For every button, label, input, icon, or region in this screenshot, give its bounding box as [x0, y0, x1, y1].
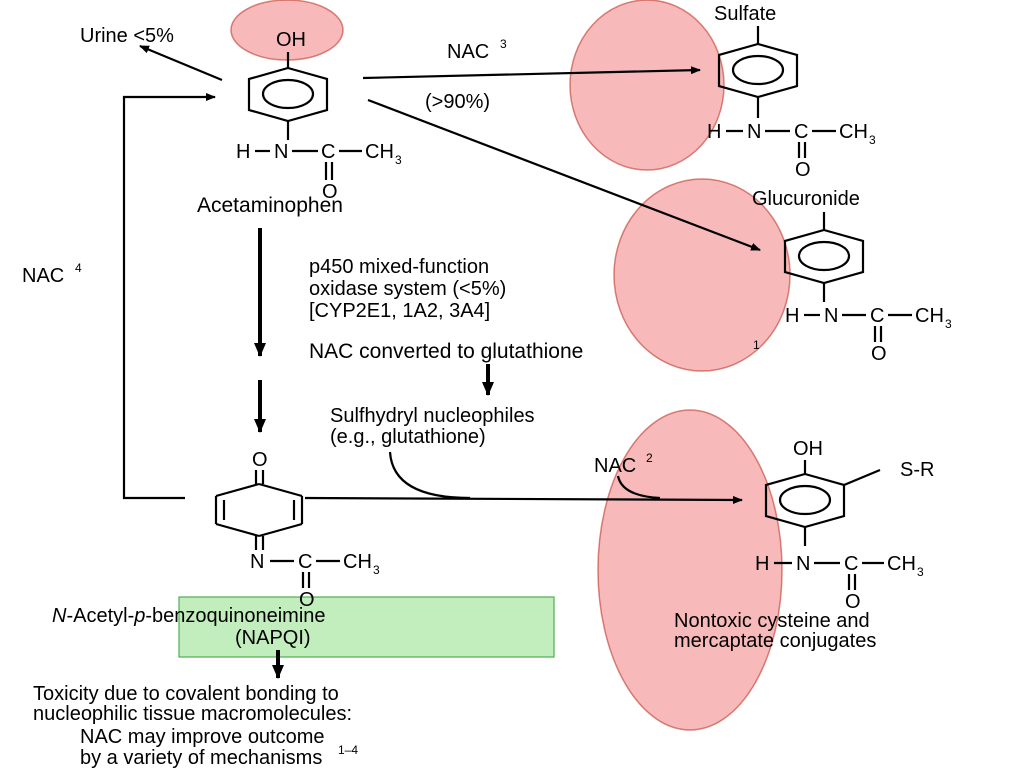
acetaminophen-n: N — [274, 141, 288, 163]
glucuronide-arrow — [367, 98, 761, 252]
highlight-napqi-box — [178, 596, 555, 658]
highlight-sulfate-circle — [569, 0, 725, 171]
napqi-top-o: O — [252, 449, 268, 471]
conjugates-line2: mercaptate conjugates — [674, 630, 876, 652]
glucuronide-o: O — [871, 343, 887, 365]
toxicity-line4: by a variety of mechanisms — [80, 747, 322, 768]
glucuronide-ring — [783, 228, 865, 285]
napqi-name-rest-2: -benzoquinoneimine — [145, 605, 325, 627]
sulfate-h: H — [707, 121, 721, 143]
napqi-name: N-Acetyl-p-benzoquinoneimine (NAPQI) — [52, 605, 326, 649]
p450-line2: oxidase system (<5%) — [309, 278, 506, 300]
conjugates-oh: OH — [793, 438, 823, 460]
toxicity-line2: nucleophilic tissue macromolecules: — [33, 703, 352, 725]
napqi-abbr: (NAPQI) — [235, 627, 311, 649]
acetaminophen-name: Acetaminophen — [197, 194, 343, 217]
urine-label: Urine <5% — [80, 25, 174, 47]
sulfate-ch: CH — [839, 121, 868, 143]
nac4-arrow — [122, 93, 216, 500]
napqi-ch: CH — [343, 551, 372, 573]
toxicity-line1: Toxicity due to covalent bonding to — [33, 683, 339, 705]
acetaminophen-oh: OH — [276, 29, 306, 51]
highlight-circles — [178, 0, 791, 731]
nac-converted-text: NAC converted to glutathione — [309, 340, 583, 363]
sulfate-structure: Sulfate H N C CH 3 O — [707, 3, 876, 181]
sulfate-ch3-sub: 3 — [869, 133, 876, 147]
napqi-name-line1: N-Acetyl-p-benzoquinoneimine — [52, 605, 326, 627]
glucuronide-h: H — [785, 305, 799, 327]
napqi-n: N — [250, 551, 264, 573]
nac2-group: NAC 2 — [304, 451, 743, 504]
conjugates-o: O — [845, 591, 861, 613]
napqi-c: C — [298, 551, 312, 573]
sulfate-ring — [717, 42, 799, 99]
napqi-name-prefix: N — [52, 605, 67, 627]
conjugates-ring — [764, 472, 846, 529]
acetaminophen-c: C — [321, 141, 335, 163]
nac-converted-group: NAC converted to glutathione 1 — [309, 338, 760, 396]
nac3-sup: 3 — [500, 37, 507, 51]
acetaminophen-ring — [247, 66, 329, 123]
sulfhydryl-line1: Sulfhydryl nucleophiles — [330, 405, 535, 427]
glucuronide-c: C — [870, 305, 884, 327]
nac2-sup: 2 — [646, 451, 653, 465]
p450-line1: p450 mixed-function — [309, 256, 489, 278]
conjugates-c: C — [844, 553, 858, 575]
napqi-name-p: p — [133, 605, 145, 627]
conjugates-line1: Nontoxic cysteine and — [674, 610, 870, 632]
sulfate-n: N — [747, 121, 761, 143]
sulfate-percent: (>90%) — [425, 91, 490, 113]
napqi-name-rest-1: -Acetyl- — [66, 605, 134, 627]
conjugation-arrow — [304, 495, 743, 504]
acetaminophen-h: H — [236, 141, 250, 163]
nac2-label: NAC — [594, 455, 636, 477]
nac4-label: NAC — [22, 265, 64, 287]
p450-line3: [CYP2E1, 1A2, 3A4] — [309, 300, 490, 322]
glucuronide-n: N — [824, 305, 838, 327]
urine-label-group: Urine <5% — [80, 25, 223, 82]
sulfhydryl-group: Sulfhydryl nucleophiles (e.g., glutathio… — [330, 405, 535, 448]
sulfhydryl-line2: (e.g., glutathione) — [330, 426, 486, 448]
sulfate-o: O — [795, 159, 811, 181]
conjugates-sr: S-R — [900, 459, 934, 481]
highlight-glucuronide-circle — [613, 178, 791, 372]
acetaminophen-ch: CH — [365, 141, 394, 163]
conjugates-label: Nontoxic cysteine and mercaptate conjuga… — [674, 610, 876, 652]
p450-text: p450 mixed-function oxidase system (<5%)… — [309, 256, 506, 322]
nac3-label: NAC — [447, 41, 489, 63]
conjugates-ch: CH — [887, 553, 916, 575]
toxicity-line4-sup: 1–4 — [338, 743, 358, 757]
nac2-curve — [616, 475, 661, 500]
glucuronide-ch3-sub: 3 — [945, 317, 952, 331]
sulfate-c: C — [794, 121, 808, 143]
acetaminophen-carbonyl-o: O — [322, 181, 338, 203]
conjugates-h: H — [755, 553, 769, 575]
conjugates-n: N — [796, 553, 810, 575]
conjugates-structure: OH S-R H N C CH 3 O — [755, 438, 934, 613]
napqi-ch3-sub: 3 — [373, 563, 380, 577]
sulfate-pathway: NAC 3 (>90%) — [362, 37, 701, 113]
glutathione-curve — [388, 451, 471, 500]
nac-converted-sup: 1 — [753, 338, 760, 352]
glucuronide-ch: CH — [915, 305, 944, 327]
sulfate-arrow — [362, 66, 701, 80]
acetaminophen-ch3-sub: 3 — [395, 153, 402, 167]
nac4-loop: NAC 4 — [22, 93, 216, 500]
toxicity-text: Toxicity due to covalent bonding to nucl… — [33, 683, 358, 768]
sulfate-label: Sulfate — [714, 3, 776, 25]
acetaminophen-structure: OH H N C CH 3 O Acetaminophen — [197, 29, 402, 217]
napqi-carbonyl-o: O — [299, 589, 315, 611]
conjugates-ch3-sub: 3 — [917, 565, 924, 579]
napqi-structure: O N C CH 3 O — [214, 449, 380, 611]
glucuronide-structure: Glucuronide H N C CH 3 O — [752, 188, 952, 365]
glucuronide-label: Glucuronide — [752, 188, 860, 210]
toxicity-line3: NAC may improve outcome — [80, 726, 325, 748]
nac4-sup: 4 — [75, 261, 82, 275]
highlight-conjugates-circle — [597, 409, 783, 731]
urine-arrow — [139, 44, 223, 82]
